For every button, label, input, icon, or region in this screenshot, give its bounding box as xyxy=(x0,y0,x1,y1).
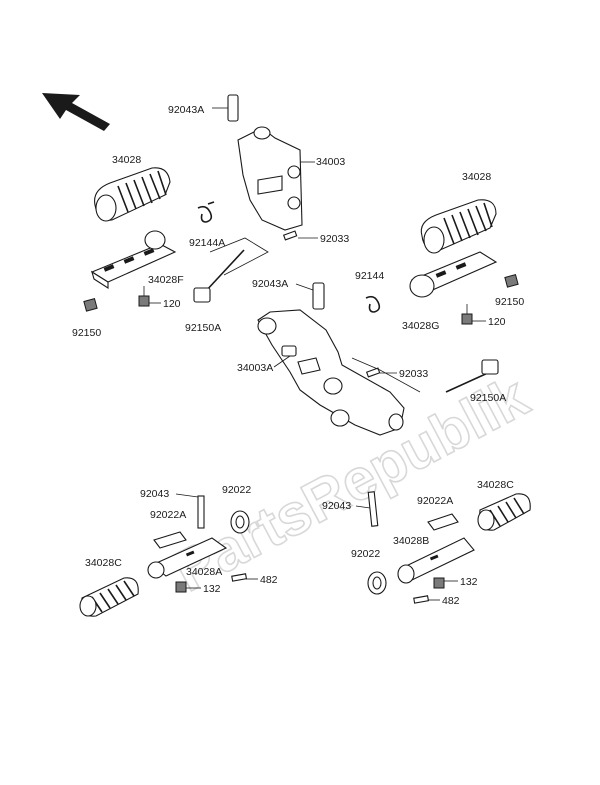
pin-92043A-top xyxy=(212,94,239,122)
pin-92043-right xyxy=(367,491,379,527)
label-34028B: 34028B xyxy=(393,535,429,547)
label-34028G: 34028G xyxy=(402,320,439,332)
label-92043-left: 92043 xyxy=(140,488,169,500)
label-92150-right: 92150 xyxy=(495,296,524,308)
bolt-92150A-right xyxy=(445,359,499,393)
label-34028F: 34028F xyxy=(148,274,184,286)
label-92022-right: 92022 xyxy=(351,548,380,560)
label-34028-left: 34028 xyxy=(112,154,141,166)
bolt-92150A-left xyxy=(193,249,245,303)
label-34003A: 34003A xyxy=(237,362,273,374)
label-92043-right: 92043 xyxy=(322,500,351,512)
footpeg-34028A xyxy=(147,537,228,579)
label-34028A: 34028A xyxy=(186,566,222,578)
label-92144A: 92144A xyxy=(189,237,225,249)
spring-92144 xyxy=(365,295,381,313)
label-120-right: 120 xyxy=(488,316,506,328)
spacer-34003A xyxy=(281,345,297,357)
label-132-right: 132 xyxy=(460,576,478,588)
footpeg-34028F xyxy=(90,230,177,290)
label-92033-mid: 92033 xyxy=(399,368,428,380)
label-92144: 92144 xyxy=(355,270,384,282)
rubber-34028C-right xyxy=(477,493,531,531)
label-132-left: 132 xyxy=(203,583,221,595)
label-34028C-right: 34028C xyxy=(477,479,514,491)
plate-92022A-right xyxy=(427,513,459,531)
rubber-34028C-left xyxy=(79,577,139,617)
plate-92022A-left xyxy=(153,531,187,549)
footpeg-rubber-34028-right xyxy=(420,199,497,254)
clip-92033-top xyxy=(282,230,298,241)
pin-92043-left xyxy=(197,495,205,529)
label-34003-top: 34003 xyxy=(316,156,345,168)
washer-92022-right xyxy=(367,571,387,595)
label-120-left: 120 xyxy=(163,298,181,310)
bolt-132-left xyxy=(175,581,187,593)
label-92043A-top: 92043A xyxy=(168,104,204,116)
bolt-120-left xyxy=(138,286,150,307)
label-482-right: 482 xyxy=(442,595,460,607)
pin-482-right xyxy=(413,595,430,604)
bracket-34003 xyxy=(237,126,303,231)
washer-92022-left xyxy=(230,510,250,534)
label-34028C-left: 34028C xyxy=(85,557,122,569)
label-92033-top: 92033 xyxy=(320,233,349,245)
footpeg-34028B xyxy=(397,537,475,584)
label-92043A-mid: 92043A xyxy=(252,278,288,290)
spring-92144A xyxy=(197,201,215,223)
nut-92150-left xyxy=(83,298,98,312)
front-direction-arrow-icon xyxy=(42,93,110,131)
footpeg-34028G xyxy=(409,251,498,298)
label-92150-left: 92150 xyxy=(72,327,101,339)
label-92022A-left: 92022A xyxy=(150,509,186,521)
bolt-120-right xyxy=(461,304,473,325)
pin-482-left xyxy=(231,573,248,582)
label-92022-left: 92022 xyxy=(222,484,251,496)
footpeg-rubber-34028-left xyxy=(94,167,171,222)
label-92150A-left: 92150A xyxy=(185,322,221,334)
label-92022A-right: 92022A xyxy=(417,495,453,507)
label-92150A-right: 92150A xyxy=(470,392,506,404)
label-34028-right: 34028 xyxy=(462,171,491,183)
bolt-132-right xyxy=(433,577,445,589)
label-482-left: 482 xyxy=(260,574,278,586)
clip-92033-mid xyxy=(365,367,381,378)
nut-92150-right xyxy=(504,274,519,288)
pin-92043A-mid xyxy=(312,282,325,310)
bracket-34003A xyxy=(257,309,405,436)
